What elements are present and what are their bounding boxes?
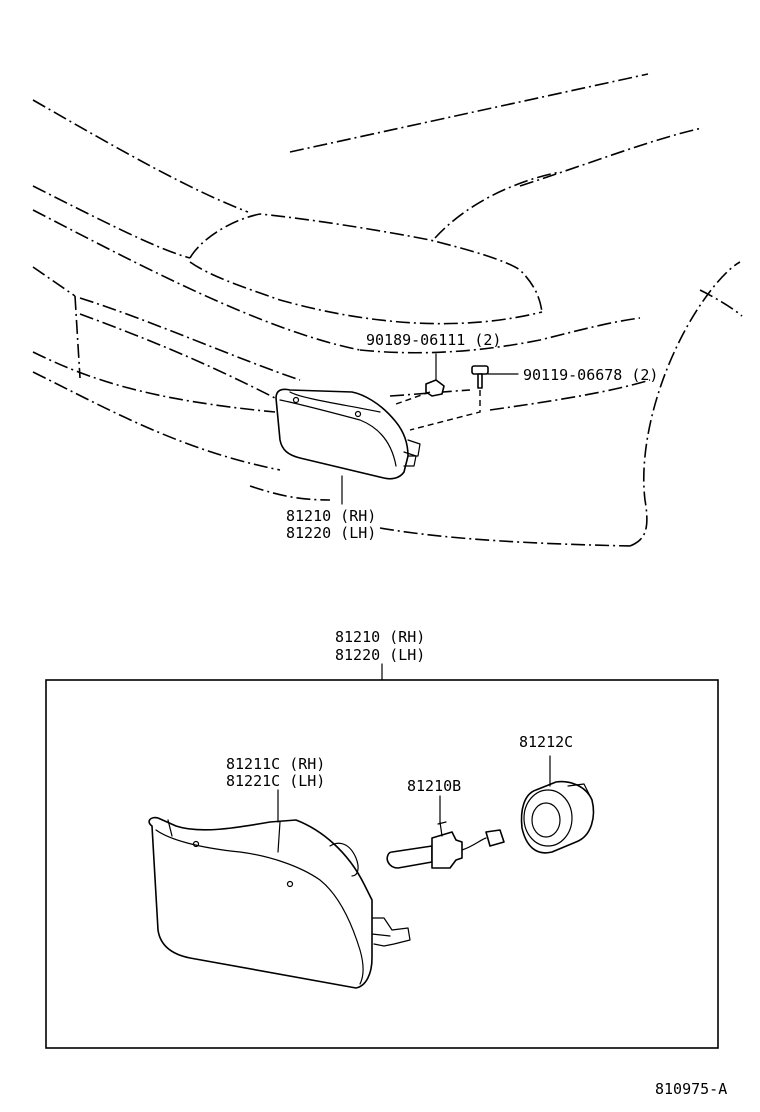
figure-code: 810975-A <box>655 1080 727 1098</box>
lamp-part-number-lh: 81220 (LH) <box>286 524 376 542</box>
headlamp-upper <box>275 388 421 480</box>
lamp-part-number-rh: 81210 (RH) <box>286 507 376 525</box>
lens-part-number-lh: 81221C (LH) <box>226 772 325 790</box>
bulb <box>386 795 505 869</box>
lens-part-number-rh: 81211C (RH) <box>226 755 325 773</box>
nut-fastener <box>395 353 445 405</box>
lens-housing <box>148 816 411 989</box>
assembly-frame <box>45 679 719 1049</box>
nut-part-number: 90189-06111 (2) <box>366 331 501 349</box>
bulb-part-number: 81210B <box>407 777 461 795</box>
vehicle-body-outline <box>32 73 743 547</box>
socket-part-number: 81212C <box>519 733 573 751</box>
assembly-part-number-rh: 81210 (RH) <box>335 628 425 646</box>
screw-fastener <box>409 365 519 431</box>
assembly-part-number-lh: 81220 (LH) <box>335 646 425 664</box>
socket <box>520 755 595 854</box>
screw-part-number: 90119-06678 (2) <box>523 366 658 384</box>
